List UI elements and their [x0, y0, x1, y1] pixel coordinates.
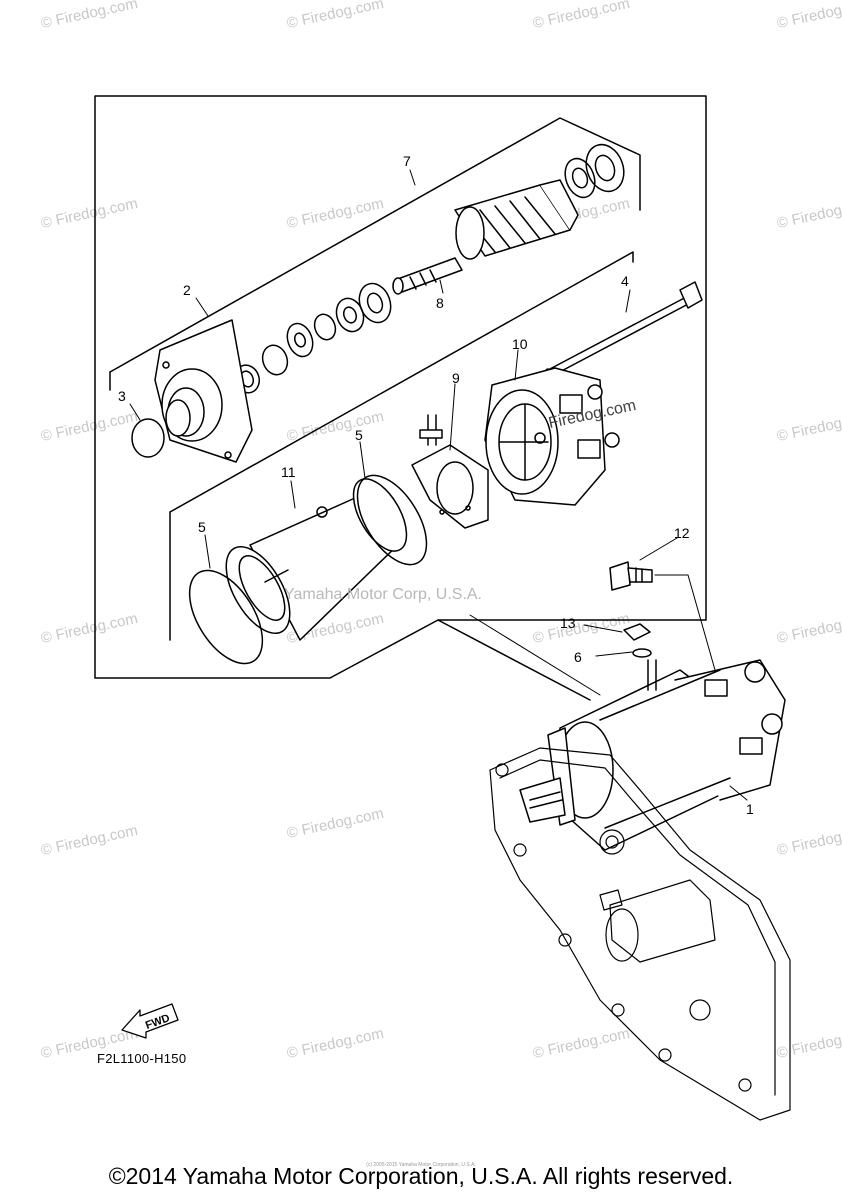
- callout-7: 8: [436, 295, 444, 311]
- callout-5b: 5: [198, 519, 206, 535]
- bolt: [609, 561, 653, 591]
- washer: [564, 157, 596, 199]
- through-bolt: [544, 281, 703, 378]
- o-ring: [188, 569, 264, 665]
- tiny-copyright: (c) 2005-2015 Yamaha Motor Corporation, …: [366, 1162, 476, 1168]
- washer: [286, 322, 314, 358]
- callout-5a: 5: [355, 427, 363, 443]
- o-ring: [356, 474, 428, 566]
- group-bracket-upper: [109, 117, 641, 373]
- callout-leaders: [129, 169, 748, 801]
- callout-11: 12: [674, 525, 690, 541]
- washer: [261, 344, 289, 376]
- leader-line: [437, 619, 591, 701]
- washer: [571, 167, 589, 189]
- brush-holder: [411, 414, 489, 529]
- leader-line: [469, 614, 601, 696]
- callout-13: 13: [560, 615, 576, 631]
- callout-2: 2: [183, 282, 191, 298]
- starter-motor-assembly: [519, 659, 786, 851]
- callout-1: 1: [746, 801, 754, 817]
- washer: [632, 648, 652, 658]
- nut: [623, 623, 651, 641]
- callout-10: 11: [281, 464, 296, 480]
- center-watermark: Yamaha Motor Corp, U.S.A.: [284, 586, 482, 603]
- rear-cover: [484, 367, 620, 506]
- callout-numbers: 2 3 7 4 8 9 10 11 5 5 12 13 6 1: [118, 153, 754, 817]
- washer: [293, 332, 307, 348]
- fwd-arrow-icon: FWD: [121, 1003, 179, 1039]
- washer: [366, 292, 384, 314]
- group-bracket-lower: [169, 251, 634, 513]
- washer: [342, 306, 358, 324]
- washer: [585, 143, 625, 193]
- o-ring: [131, 418, 165, 458]
- yoke-housing: [225, 478, 408, 641]
- callout-4: 4: [621, 273, 629, 289]
- callout-8: 9: [452, 370, 460, 386]
- callout-12: 6: [574, 649, 582, 665]
- diagram-code: F2L1100-H150: [97, 1051, 187, 1066]
- callout-3: 3: [118, 388, 126, 404]
- washer: [313, 313, 337, 341]
- armature-rotor: [392, 179, 579, 295]
- callout-6: 7: [403, 153, 411, 169]
- copyright-notice: ©2014 Yamaha Motor Corporation, U.S.A. A…: [108, 1163, 734, 1189]
- front-cover: [154, 319, 253, 463]
- callout-9: 10: [512, 336, 528, 352]
- engine-case: [489, 747, 791, 1121]
- washer: [335, 297, 365, 333]
- washer: [594, 154, 616, 182]
- washer: [358, 282, 392, 324]
